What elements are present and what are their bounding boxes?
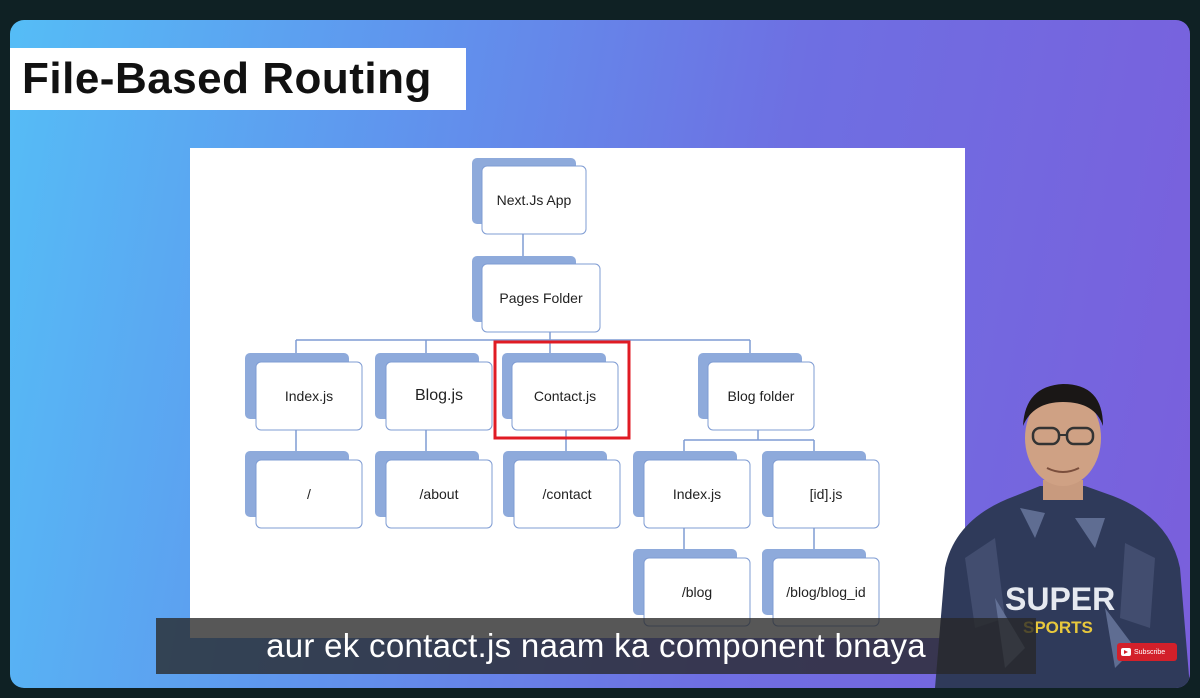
node-route-contact-box xyxy=(513,459,621,529)
slide-title: File-Based Routing xyxy=(22,54,432,103)
contact-highlight-frame xyxy=(493,340,631,440)
node-route-root-label: / xyxy=(307,486,311,502)
node-route-about-box xyxy=(385,459,493,529)
node-pages-label: Pages Folder xyxy=(499,290,583,306)
shirt-text-super: SUPER xyxy=(1005,581,1115,617)
node-root-label: Next.Js App xyxy=(496,192,572,208)
node-blog-index-box xyxy=(643,459,751,529)
node-blogfolder-box xyxy=(707,361,815,431)
node-contact-label: Contact.js xyxy=(533,388,597,404)
node-blog-id-box xyxy=(772,459,880,529)
node-pages-box xyxy=(481,263,601,333)
node-blog-id-label: [id].js xyxy=(809,486,843,502)
subscribe-label: Subscribe xyxy=(1134,648,1166,656)
node-index-box xyxy=(255,361,363,431)
node-route-blog-id-label: /blog/blog_id xyxy=(786,584,866,600)
node-blogjs-label: Blog.js xyxy=(414,387,464,404)
youtube-play-icon xyxy=(1121,648,1131,656)
routing-diagram: Next.Js App Pages Folder Index.js Blog.j… xyxy=(190,148,965,638)
node-route-root-box xyxy=(255,459,363,529)
caption-text: aur ek contact.js naam ka component bnay… xyxy=(266,627,926,664)
node-route-about-label: /about xyxy=(419,486,459,502)
presenter-head xyxy=(1025,390,1101,486)
node-route-contact-label: /contact xyxy=(542,486,592,502)
node-route-blog-label: /blog xyxy=(681,584,713,600)
subscribe-button[interactable]: Subscribe xyxy=(1117,643,1177,661)
node-index-label: Index.js xyxy=(284,388,334,404)
shirt-text-sports: SPORTS xyxy=(1023,618,1093,637)
video-frame: File-Based Routing xyxy=(10,20,1190,688)
caption-bar: aur ek contact.js naam ka component bnay… xyxy=(156,618,1036,674)
node-blogfolder-label: Blog folder xyxy=(727,388,795,404)
node-root-box xyxy=(481,165,587,235)
node-blogjs-box xyxy=(385,361,493,431)
title-banner: File-Based Routing xyxy=(10,48,466,110)
presenter-hair xyxy=(1023,384,1103,426)
node-blog-index-label: Index.js xyxy=(672,486,722,502)
diagram-boxes xyxy=(245,158,880,627)
node-contact-box xyxy=(511,361,619,431)
diagram-connectors xyxy=(245,158,880,627)
